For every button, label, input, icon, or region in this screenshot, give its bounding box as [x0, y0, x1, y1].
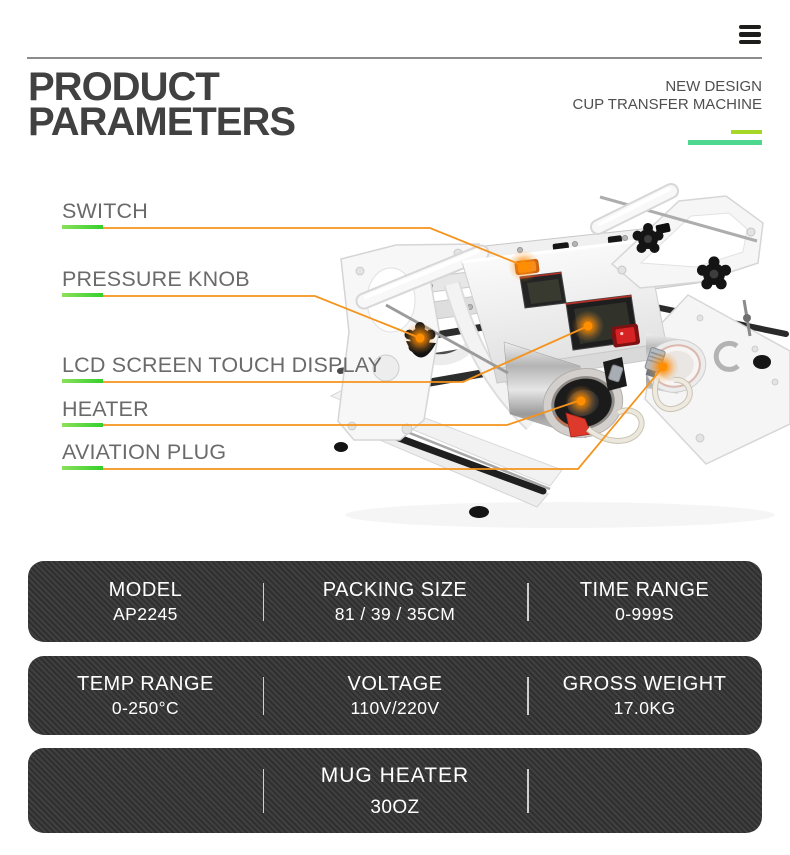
- callout-underline: [62, 293, 103, 297]
- callout-line-pressure-knob: [102, 295, 421, 339]
- spec-table: MODEL AP2245 PACKING SIZE 81 / 39 / 35CM…: [28, 561, 762, 833]
- page-title-line1: PRODUCT: [28, 65, 220, 109]
- callout-aviation-plug: AVIATION PLUG: [62, 441, 226, 470]
- callout-pressure-knob: PRESSURE KNOB: [62, 268, 250, 297]
- spec-mug-heater: MUG HEATER 30OZ: [320, 763, 470, 818]
- callout-label: PRESSURE KNOB: [62, 267, 250, 291]
- divider: [262, 768, 265, 813]
- spec-row-1: MODEL AP2245 PACKING SIZE 81 / 39 / 35CM…: [28, 561, 762, 642]
- rocker-switch: [611, 323, 641, 348]
- callout-line-lcd: [102, 325, 589, 383]
- divider: [527, 676, 529, 715]
- lcd-screen-small: [519, 271, 567, 309]
- right-handle: [590, 183, 679, 235]
- glow-dot-aviation-plug: [647, 351, 679, 383]
- callout-lcd-screen: LCD SCREEN TOUCH DISPLAY: [62, 354, 382, 383]
- hamburger-bar: [739, 25, 761, 30]
- callout-heater: HEATER: [62, 398, 149, 427]
- spec-empty-cell: [527, 786, 762, 795]
- spec-row-3: MUG HEATER 30OZ: [28, 748, 762, 833]
- glow-dot-switch: [508, 250, 540, 282]
- spec-empty-cell: [28, 786, 263, 795]
- callout-label: HEATER: [62, 397, 149, 421]
- callout-line-heater: [102, 399, 582, 426]
- callout-line-switch: [102, 227, 525, 267]
- page-title: PRODUCT PARAMETERS: [28, 65, 296, 144]
- hamburger-bar: [739, 39, 761, 44]
- hamburger-menu-icon[interactable]: [739, 25, 761, 47]
- tagline-accent-line-light: [731, 130, 762, 134]
- callout-label: SWITCH: [62, 199, 148, 223]
- spec-model: MODEL AP2245: [108, 579, 183, 624]
- tagline-line2: CUP TRANSFER MACHINE: [572, 96, 762, 113]
- divider: [262, 676, 265, 715]
- tagline: NEW DESIGN CUP TRANSFER MACHINE: [573, 78, 762, 114]
- callout-label: AVIATION PLUG: [62, 440, 227, 464]
- callout-switch: SWITCH: [62, 200, 148, 229]
- callout-underline: [62, 379, 103, 383]
- tagline-accent-line-dark: [688, 140, 762, 145]
- page-title-line2: PARAMETERS: [28, 100, 296, 144]
- spec-time-range: TIME RANGE 0-999S: [579, 579, 710, 624]
- spec-voltage: VOLTAGE 110V/220V: [347, 673, 443, 718]
- divider: [527, 768, 529, 813]
- glow-dot-lcd: [572, 310, 604, 342]
- spec-packing-size: PACKING SIZE 81 / 39 / 35CM: [322, 579, 468, 624]
- callout-line-aviation-plug: [102, 366, 664, 470]
- callout-underline: [62, 423, 103, 427]
- divider: [527, 582, 529, 621]
- spec-gross-weight: GROSS WEIGHT 17.0KG: [562, 673, 727, 718]
- callout-underline: [62, 466, 103, 470]
- hamburger-bar: [739, 32, 761, 37]
- product-figure: SWITCH PRESSURE KNOB LCD SCREEN TOUCH DI…: [0, 160, 790, 555]
- callout-underline: [62, 225, 103, 229]
- spec-temp-range: TEMP RANGE 0-250°C: [77, 673, 214, 718]
- tagline-line1: NEW DESIGN: [665, 78, 762, 95]
- glow-dot-heater: [565, 385, 597, 417]
- spec-row-2: TEMP RANGE 0-250°C VOLTAGE 110V/220V GRO…: [28, 656, 762, 735]
- header-divider: [27, 57, 762, 59]
- machine-illustration: [102, 183, 790, 528]
- left-handle: [355, 244, 490, 310]
- glow-dot-pressure-knob: [404, 322, 436, 354]
- callout-label: LCD SCREEN TOUCH DISPLAY: [62, 353, 383, 377]
- divider: [262, 582, 265, 621]
